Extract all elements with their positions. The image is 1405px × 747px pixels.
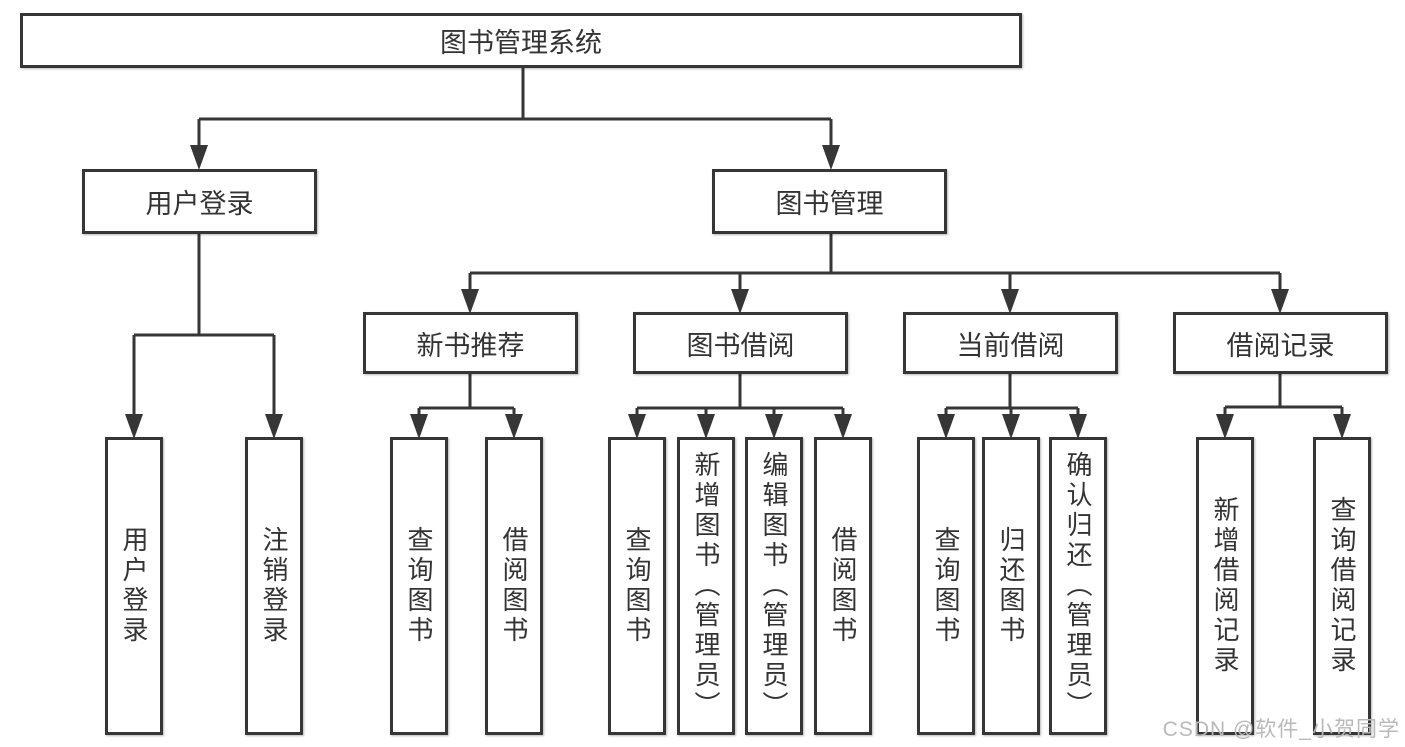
- arrowhead: [1216, 414, 1234, 439]
- arrowhead: [125, 414, 143, 439]
- arrowhead: [697, 414, 715, 439]
- arrowhead: [765, 414, 783, 439]
- leaf-edit-book-admin: 编辑图书（管理员）: [745, 437, 803, 735]
- arrowhead: [265, 414, 283, 439]
- node-current-borrow-label: 当前借阅: [956, 330, 1065, 361]
- arrowhead: [1001, 289, 1019, 314]
- node-book-borrow-label: 图书借阅: [686, 330, 795, 361]
- leaf-query-books-current-label: 查询图书: [931, 526, 961, 646]
- node-user-login-label: 用户登录: [145, 189, 254, 219]
- leaf-add-borrow-record: 新增借阅记录: [1196, 437, 1254, 735]
- connector-bookmgmt-to-level3: [468, 234, 1282, 292]
- connector-bookborrow-to-leaves: [635, 374, 845, 417]
- leaf-user-login: 用户登录: [105, 437, 163, 735]
- leaf-add-borrow-record-label: 新增借阅记录: [1210, 496, 1240, 676]
- node-book-borrow: 图书借阅: [633, 312, 848, 374]
- leaf-borrow-books-borrow-label: 借阅图书: [828, 526, 858, 646]
- leaf-query-books-borrow: 查询图书: [608, 437, 666, 735]
- connector-userlogin-to-leaves: [132, 234, 276, 417]
- leaf-add-book-admin: 新增图书（管理员）: [677, 437, 735, 735]
- leaf-query-borrow-record-label: 查询借阅记录: [1327, 496, 1357, 676]
- arrowhead: [190, 145, 208, 170]
- node-book-management-label: 图书管理: [775, 189, 884, 219]
- node-borrow-records-label: 借阅记录: [1226, 330, 1335, 361]
- arrowhead: [731, 289, 749, 314]
- leaf-return-book-label: 归还图书: [996, 526, 1026, 646]
- node-root: 图书管理系统: [20, 13, 1022, 68]
- connector-root-to-level2: [197, 68, 833, 148]
- node-new-book-recommend: 新书推荐: [363, 312, 578, 374]
- leaf-user-login-label: 用户登录: [119, 526, 149, 646]
- leaf-borrow-books-newbooks: 借阅图书: [485, 437, 543, 735]
- arrowhead: [1333, 414, 1351, 439]
- leaf-query-books-newbooks: 查询图书: [390, 437, 448, 735]
- connector-records-to-leaves: [1223, 374, 1344, 417]
- leaf-query-borrow-record: 查询借阅记录: [1313, 437, 1371, 735]
- arrowhead: [505, 414, 523, 439]
- arrowhead: [937, 414, 955, 439]
- arrowhead: [410, 414, 428, 439]
- leaf-borrow-books-borrow: 借阅图书: [814, 437, 872, 735]
- leaf-return-book: 归还图书: [982, 437, 1040, 735]
- arrowhead: [834, 414, 852, 439]
- arrowhead: [1069, 414, 1087, 439]
- leaf-logout-label: 注销登录: [259, 526, 289, 646]
- csdn-watermark: CSDN @软件_小贺同学: [1162, 718, 1400, 741]
- arrowhead: [1002, 414, 1020, 439]
- leaf-edit-book-admin-label: 编辑图书（管理员）: [759, 451, 789, 721]
- leaf-borrow-books-newbooks-label: 借阅图书: [499, 526, 529, 646]
- leaf-add-book-admin-label: 新增图书（管理员）: [691, 451, 721, 721]
- leaf-query-books-current: 查询图书: [917, 437, 975, 735]
- leaf-confirm-return-admin: 确认归还（管理员）: [1049, 437, 1107, 735]
- arrowhead: [461, 289, 479, 314]
- leaf-logout: 注销登录: [245, 437, 303, 735]
- node-user-login: 用户登录: [82, 169, 317, 234]
- node-borrow-records: 借阅记录: [1173, 312, 1388, 374]
- leaf-confirm-return-admin-label: 确认归还（管理员）: [1063, 451, 1093, 721]
- arrowhead: [628, 414, 646, 439]
- connector-newbooks-to-leaves: [417, 374, 516, 417]
- connector-currentborrow-to-leaves: [944, 374, 1080, 417]
- node-root-label: 图书管理系统: [440, 28, 602, 58]
- leaf-query-books-newbooks-label: 查询图书: [404, 526, 434, 646]
- node-current-borrow: 当前借阅: [903, 312, 1118, 374]
- leaf-query-books-borrow-label: 查询图书: [622, 526, 652, 646]
- arrowhead: [1271, 289, 1289, 314]
- node-new-book-recommend-label: 新书推荐: [416, 330, 525, 361]
- arrowhead: [822, 145, 840, 170]
- node-book-management: 图书管理: [712, 169, 947, 234]
